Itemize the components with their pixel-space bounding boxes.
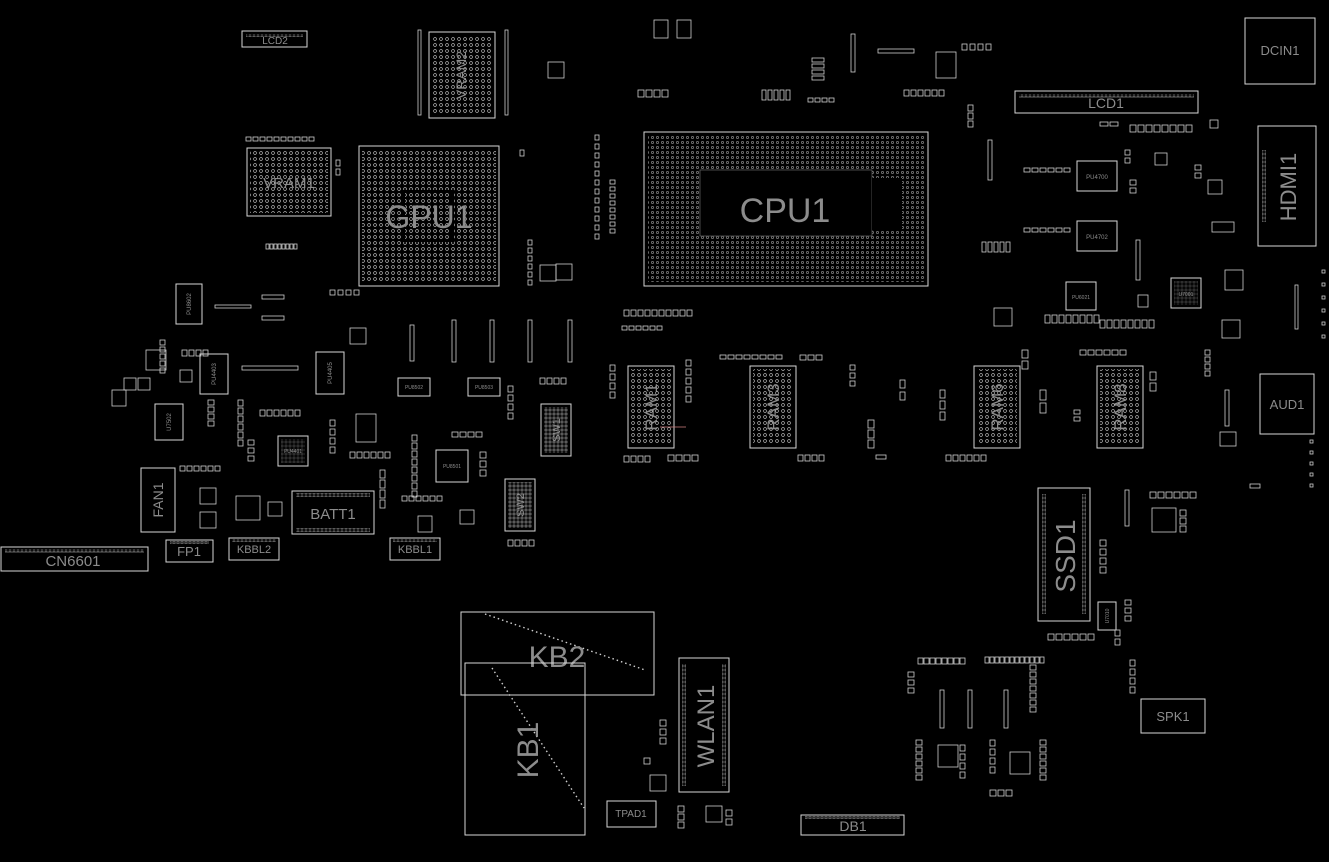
u7010-ic[interactable]: U7010 [1097,601,1117,631]
ssd1-label: SSD1 [1050,519,1081,592]
lcd1-label: LCD1 [1088,95,1124,111]
pu6021-ic[interactable]: PU6021 [1065,281,1097,311]
fan1-connector[interactable]: FAN1 [140,467,176,533]
ram1-label: RAM1 [642,383,661,430]
pu8502-label: PU8502 [405,385,423,391]
lcd2-label: LCD2 [262,36,288,47]
pu8501-label: PU8501 [443,464,461,470]
cpu1-component[interactable]: CPU1 [643,131,929,287]
vram2-component[interactable]: VRAM2 [428,31,496,119]
kb2-label: KB2 [529,641,586,674]
passive-components [111,19,1326,829]
vram1-label: VRAM1 [263,175,315,192]
kb1-connector[interactable]: KB1 [464,662,586,836]
spk1-connector[interactable]: SPK1 [1140,698,1206,734]
u7502-label: U7502 [167,413,173,431]
sw1-component[interactable]: SW1 [540,403,572,457]
sw2-component[interactable]: SW2 [504,478,536,532]
u7010-label: U7010 [1105,608,1111,623]
aud1-connector[interactable]: AUD1 [1259,373,1315,435]
pu8503-ic[interactable]: PU8503 [467,377,501,397]
u7001-label: U7001 [1179,292,1194,298]
db1-connector[interactable]: DB1 [800,814,905,836]
dcin1-label: DCIN1 [1260,43,1299,58]
u7001-ic[interactable]: U7001 [1170,277,1202,309]
kbbl1-connector[interactable]: KBBL1 [389,537,441,561]
tpad1-connector[interactable]: TPAD1 [606,800,657,828]
sw2-label: SW2 [515,493,527,517]
cn6601-label: CN6601 [45,553,100,570]
sw1-label: SW1 [551,418,563,442]
pu4702-ic[interactable]: PU4702 [1076,220,1118,252]
pu4403-label: PU4403 [212,362,218,384]
pu4401-label: PU4401 [284,449,302,455]
kbbl2-connector[interactable]: KBBL2 [228,537,280,561]
cpu1-label: CPU1 [740,192,831,230]
kbbl2-label: KBBL2 [237,544,271,556]
pu8602-ic[interactable]: PU8602 [175,283,203,325]
db1-label: DB1 [839,818,866,834]
kb2-connector[interactable]: KB2 [460,611,655,696]
ram6-label: RAM6 [988,383,1007,430]
ram1-component[interactable]: RAM1 [627,365,686,449]
ram8-component[interactable]: RAM8 [1096,365,1144,449]
pu4405-label: PU4405 [328,361,334,383]
pu4403-ic[interactable]: PU4403 [199,353,229,395]
kb1-label: KB1 [512,722,545,779]
u7502-ic[interactable]: U7502 [154,403,184,441]
pu8501-ic[interactable]: PU8501 [435,449,469,483]
pu4702-label: PU4702 [1086,235,1108,241]
fan1-label: FAN1 [150,482,166,517]
vram2-label: VRAM2 [453,51,469,99]
hdmi1-label: HDMI1 [1276,153,1301,221]
tpad1-label: TPAD1 [615,809,647,820]
vram1-component[interactable]: VRAM1 [246,147,332,217]
cn6601-connector[interactable]: CN6601 [0,546,149,572]
pu8502-ic[interactable]: PU8502 [397,377,431,397]
pu6021-label: PU6021 [1072,295,1090,301]
batt1-label: BATT1 [310,506,356,523]
pu8602-label: PU8602 [187,292,193,314]
lcd2-connector[interactable]: LCD2 [241,30,308,48]
batt1-connector[interactable]: BATT1 [291,490,375,535]
ram3-component[interactable]: RAM3 [749,365,797,449]
spk1-label: SPK1 [1156,709,1189,724]
lcd1-connector[interactable]: LCD1 [1014,90,1199,114]
ram3-label: RAM3 [764,383,783,430]
dcin1-connector[interactable]: DCIN1 [1244,17,1316,85]
ssd1-connector[interactable]: SSD1 [1037,487,1091,622]
fp1-label: FP1 [177,544,201,559]
fp1-connector[interactable]: FP1 [165,539,214,563]
ram8-label: RAM8 [1111,383,1130,430]
hdmi1-connector[interactable]: HDMI1 [1257,125,1317,247]
wlan1-label: WLAN1 [693,685,720,768]
gpu1-component[interactable]: GPU1 [358,145,500,287]
wlan1-connector[interactable]: WLAN1 [678,657,730,793]
pu4700-label: PU4700 [1086,175,1108,181]
pu4405-ic[interactable]: PU4405 [315,351,345,395]
gpu1-label: GPU1 [385,199,472,235]
ram6-component[interactable]: RAM6 [973,365,1021,449]
kbbl1-label: KBBL1 [398,544,432,556]
aud1-label: AUD1 [1270,397,1305,412]
pu4700-ic[interactable]: PU4700 [1076,160,1118,192]
pu8503-label: PU8503 [475,385,493,391]
pu4401-ic[interactable]: PU4401 [277,435,309,467]
